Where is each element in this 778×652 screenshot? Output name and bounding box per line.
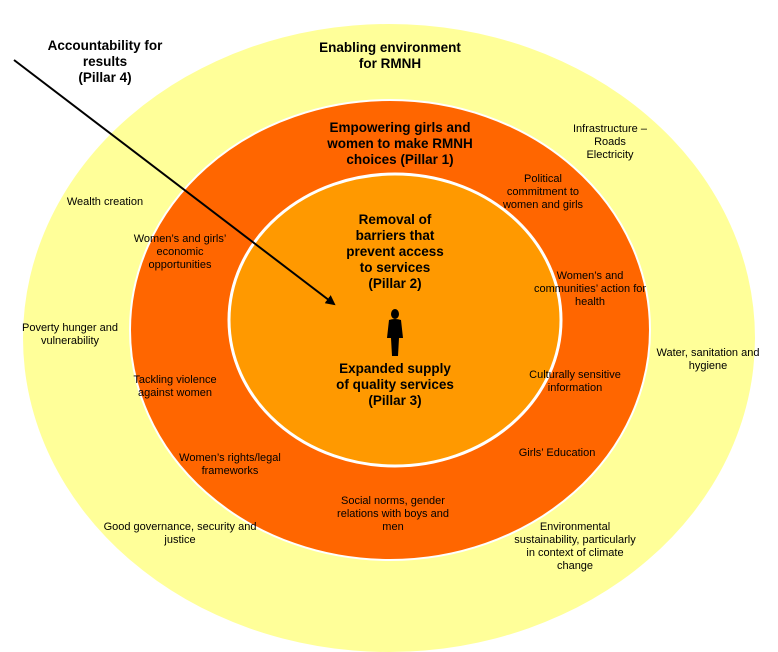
accountability-heading: Accountability for results (Pillar 4) [47,38,163,85]
communities-action-label: Women’s and communities’ action for heal… [533,270,647,308]
empowering-heading: Empowering girls and women to make RMNH … [327,120,473,167]
tackling-violence-label: Tackling violence against women [133,374,217,399]
economic-opportunities-label: Women’s and girls’ economic opportunitie… [133,233,227,271]
wealth-creation-label: Wealth creation [66,196,144,208]
womens-rights-label: Women’s rights/legal frameworks [179,452,281,477]
water-sanitation-label: Water, sanitation and hygiene [656,347,760,372]
removal-barriers-heading: Removal of barriers that prevent access … [346,212,444,291]
political-commitment-label: Political commitment to women and girls [502,173,584,211]
poverty-label: Poverty hunger and vulnerability [21,322,118,347]
arrow-icon [13,59,336,306]
infrastructure-label: Infrastructure – Roads Electricity [573,123,647,161]
expanded-supply-heading: Expanded supply of quality services (Pil… [336,361,454,408]
girls-education-label: Girls’ Education [518,447,596,459]
governance-label: Good governance, security and justice [103,521,257,546]
social-norms-label: Social norms, gender relations with boys… [337,495,449,533]
person-icon [387,309,403,356]
culturally-sensitive-label: Culturally sensitive information [529,369,621,394]
environmental-label: Environmental sustainability, particular… [514,521,636,572]
enabling-environment-heading: Enabling environment for RMNH [319,40,461,71]
